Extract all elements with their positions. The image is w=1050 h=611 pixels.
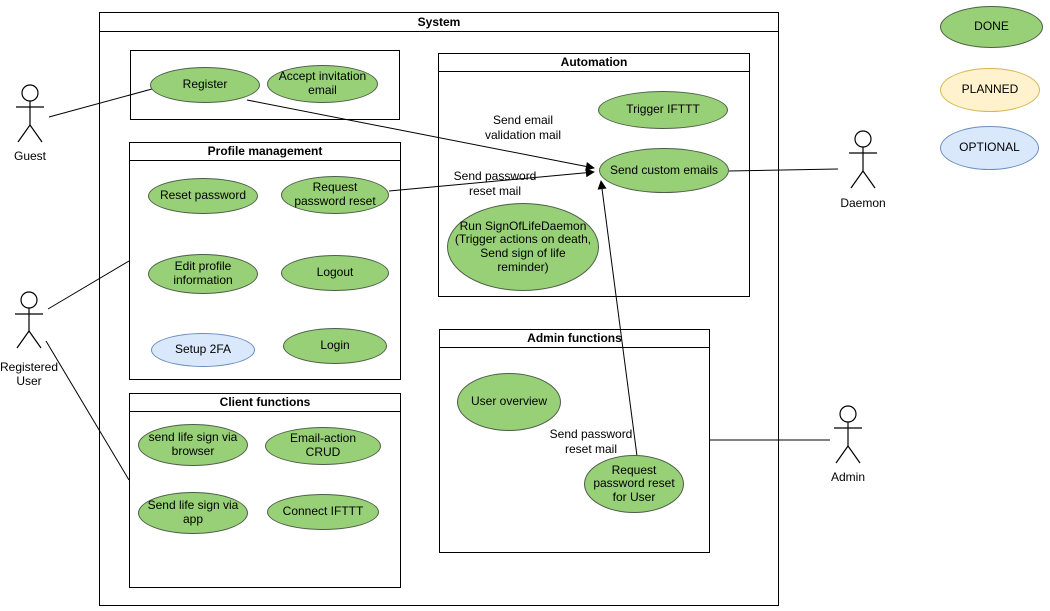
usecase-reset-password: Reset password: [148, 178, 258, 214]
usecase-send-life-sign-via-browser-label: send life sign via browser: [148, 430, 238, 458]
legend-done-label: DONE: [974, 19, 1009, 34]
legend-optional: OPTIONAL: [940, 126, 1039, 170]
usecase-login: Login: [283, 328, 387, 364]
usecase-request-password-reset-for-user-label: Request password reset for User: [593, 462, 675, 504]
registered-user-actor-figure: [15, 291, 43, 349]
usecase-request-password-reset-label: Request password reset: [294, 180, 376, 208]
usecase-connect-ifttt-label: Connect IFTTT: [282, 504, 364, 519]
usecase-accept-invitation-email-label: Accept invitation email: [278, 69, 367, 97]
admin-actor-label: Admin: [830, 470, 865, 484]
usecase-logout: Logout: [281, 255, 389, 291]
client-functions-box: Client functions: [129, 393, 401, 588]
legend-done: DONE: [940, 6, 1043, 48]
usecase-run-sign-of-life-daemon-label: Run SignOfLifeDaemon (Trigger actions on…: [454, 218, 592, 274]
usecase-send-life-sign-via-app-label: Send life sign via app: [147, 498, 239, 526]
usecase-run-sign-of-life-daemon: Run SignOfLifeDaemon (Trigger actions on…: [447, 203, 599, 291]
usecase-user-overview: User overview: [457, 373, 561, 431]
automation-title: Automation: [439, 54, 749, 72]
usecase-register-label: Register: [182, 77, 228, 92]
usecase-email-action-crud-label: Email-action CRUD: [289, 431, 357, 459]
legend-planned-label: PLANNED: [961, 82, 1019, 97]
usecase-user-overview-label: User overview: [470, 394, 548, 409]
registered-user-actor-label: Registered User: [0, 360, 59, 388]
edge-label-send-password-reset-mail: Send password reset mail: [453, 169, 537, 198]
usecase-send-life-sign-via-browser: send life sign via browser: [138, 424, 248, 466]
usecase-send-custom-emails: Send custom emails: [599, 148, 729, 193]
admin-actor-figure: [834, 405, 862, 464]
legend-optional-label: OPTIONAL: [959, 140, 1020, 155]
daemon-actor-figure: [849, 130, 877, 189]
usecase-email-action-crud: Email-action CRUD: [265, 427, 381, 465]
client-functions-title: Client functions: [130, 394, 400, 412]
usecase-setup-2fa-label: Setup 2FA: [174, 342, 232, 357]
guest-actor-label: Guest: [13, 149, 46, 163]
guest-actor-figure: [16, 84, 44, 143]
usecase-reset-password-label: Reset password: [159, 188, 247, 203]
usecase-edit-profile-information-label: Edit profile information: [173, 259, 233, 287]
usecase-accept-invitation-email: Accept invitation email: [267, 65, 378, 103]
legend-planned: PLANNED: [940, 68, 1040, 112]
edge-label-send-password-reset-mail-admin: Send password reset mail: [549, 427, 633, 456]
usecase-send-custom-emails-label: Send custom emails: [609, 162, 719, 177]
usecase-setup-2fa: Setup 2FA: [151, 333, 255, 367]
daemon-actor-label: Daemon: [840, 196, 886, 210]
edge-label-send-email-validation-mail: Send email validation mail: [484, 113, 562, 142]
usecase-edit-profile-information: Edit profile information: [148, 254, 258, 294]
usecase-send-life-sign-via-app: Send life sign via app: [138, 492, 248, 534]
usecase-request-password-reset-for-user: Request password reset for User: [584, 455, 684, 513]
usecase-login-label: Login: [320, 338, 350, 353]
usecase-register: Register: [150, 67, 260, 103]
admin-functions-title: Admin functions: [440, 330, 709, 348]
profile-management-title: Profile management: [130, 143, 400, 161]
usecase-trigger-ifttt: Trigger IFTTT: [598, 91, 728, 129]
usecase-connect-ifttt: Connect IFTTT: [267, 494, 379, 530]
usecase-request-password-reset: Request password reset: [281, 176, 389, 214]
usecase-logout-label: Logout: [316, 265, 354, 280]
usecase-trigger-ifttt-label: Trigger IFTTT: [626, 102, 700, 117]
admin-functions-box: Admin functions: [439, 329, 710, 553]
system-title: System: [100, 13, 778, 32]
